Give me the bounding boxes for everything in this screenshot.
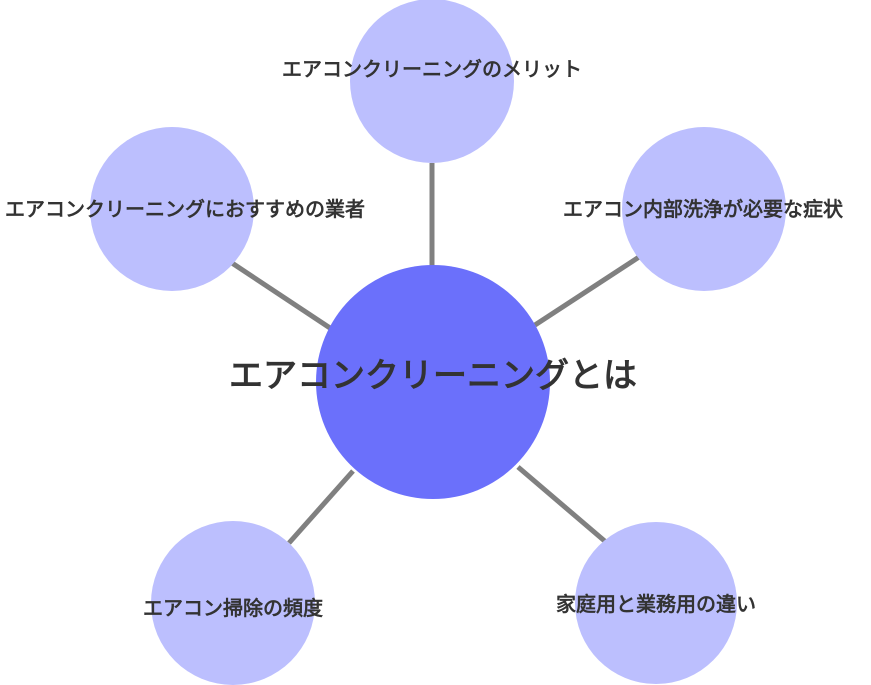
branch-circle: [622, 127, 786, 291]
branch-circle: [151, 521, 315, 685]
connectors: [230, 163, 641, 545]
branch-label: エアコンクリーニングにおすすめの業者: [5, 197, 365, 221]
branch-node-symptoms: エアコン内部洗浄が必要な症状: [563, 127, 844, 291]
connector-frequency: [287, 469, 355, 545]
branch-label: エアコン内部洗浄が必要な症状: [563, 197, 844, 221]
branch-label: 家庭用と業務用の違い: [556, 592, 756, 616]
branch-label: エアコンクリーニングのメリット: [282, 57, 582, 81]
connector-home-vs-business: [516, 465, 609, 545]
center-circle: [316, 265, 550, 499]
branch-node-merits: エアコンクリーニングのメリット: [282, 0, 582, 163]
branch-node-home-vs-business: 家庭用と業務用の違い: [556, 522, 756, 684]
center-label: エアコンクリーニングとは: [229, 356, 637, 396]
branch-circle: [350, 0, 514, 163]
branch-node-frequency: エアコン掃除の頻度: [143, 521, 324, 685]
center-node: エアコンクリーニングとは: [229, 265, 637, 499]
branch-node-recommended-vendors: エアコンクリーニングにおすすめの業者: [5, 127, 365, 291]
connector-symptoms: [533, 254, 641, 328]
branch-label: エアコン掃除の頻度: [143, 596, 324, 620]
branch-circle: [90, 127, 254, 291]
branch-circle: [575, 522, 737, 684]
connector-recommended-vendors: [230, 260, 332, 331]
